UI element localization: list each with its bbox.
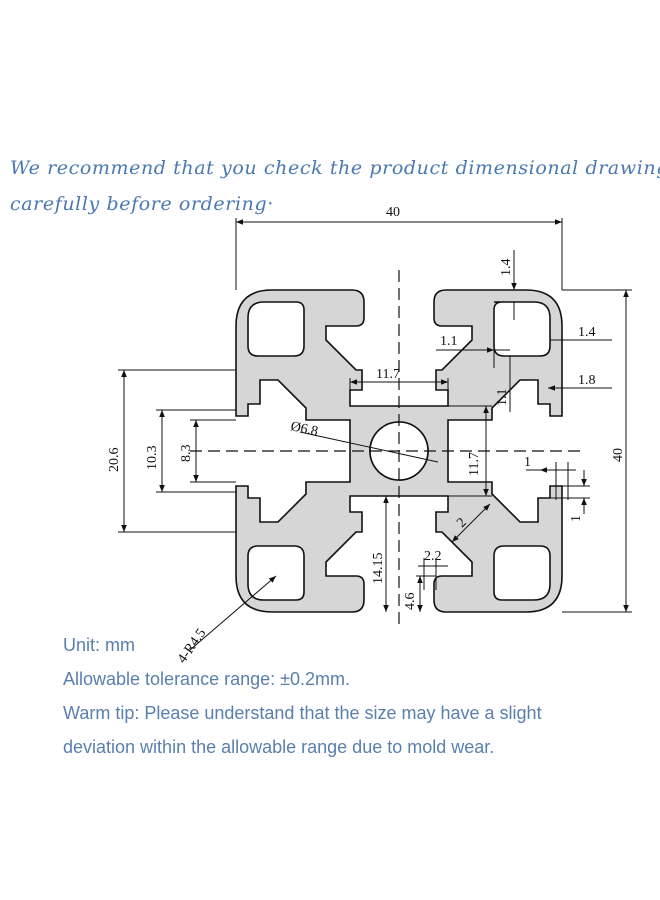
dim-slot-depth: 1.8 xyxy=(578,373,596,388)
dim-offset: 14.15 xyxy=(371,553,386,585)
dim-wall-b: 1.1 xyxy=(495,389,510,407)
dim-wall-a: 1.1 xyxy=(440,334,458,349)
dim-core-height: 11.7 xyxy=(467,452,482,476)
tolerance-note: Allowable tolerance range: ±0.2mm. xyxy=(63,669,351,689)
warm-tip-line-1: Warm tip: Please understand that the siz… xyxy=(63,703,542,723)
center-lines xyxy=(190,270,580,625)
header-line-1: We recommend that you check the product … xyxy=(10,157,660,179)
dim-lip-side: 1.4 xyxy=(578,325,596,340)
header-line-2: carefully before ordering· xyxy=(10,193,274,215)
dimension-lines xyxy=(118,218,632,651)
drawing-notes: Unit: mm Allowable tolerance range: ±0.2… xyxy=(63,628,542,764)
dim-height: 40 xyxy=(611,448,626,462)
dim-small-1a: 1 xyxy=(524,455,531,470)
dim-small-1b: 1 xyxy=(569,515,584,522)
unit-note: Unit: mm xyxy=(63,635,135,655)
dim-slot-outer: 20.6 xyxy=(107,448,122,473)
recommendation-header: We recommend that you check the product … xyxy=(10,150,660,222)
dim-lip-top: 1.4 xyxy=(499,259,514,277)
dim-lip-height: 4.6 xyxy=(403,593,418,611)
dim-slot-opening: 8.3 xyxy=(179,445,194,463)
dim-slot-inner: 10.3 xyxy=(145,446,160,471)
warm-tip-line-2: deviation within the allowable range due… xyxy=(63,737,495,757)
dim-bore-diameter: Ø6.8 xyxy=(289,419,319,439)
dim-core-width: 11.7 xyxy=(376,367,400,382)
dim-lip-width: 2.2 xyxy=(424,549,442,564)
dim-width: 40 xyxy=(386,205,400,220)
